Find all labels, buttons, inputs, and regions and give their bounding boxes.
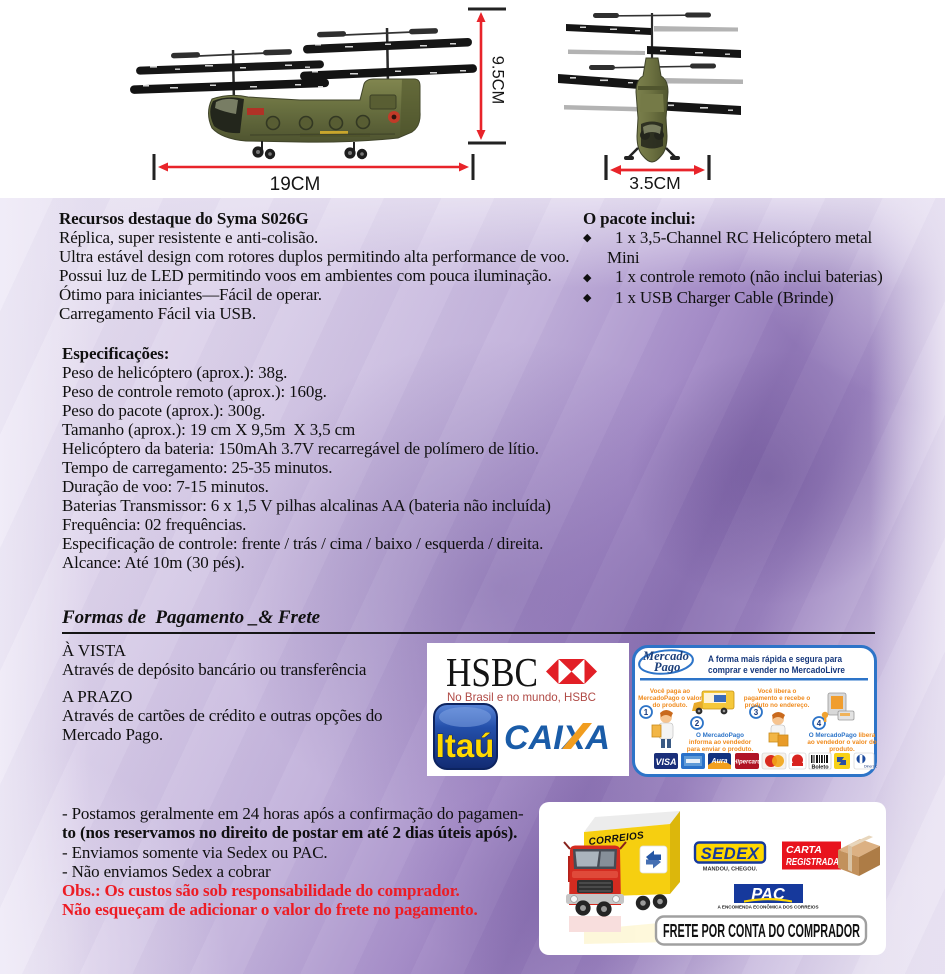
svg-text:A ENCOMENDA ECONÔMICA DOS CORR: A ENCOMENDA ECONÔMICA DOS CORREIOS [717, 903, 818, 910]
svg-text:9.5CM: 9.5CM [489, 56, 507, 105]
svg-text:3.5CM: 3.5CM [629, 173, 681, 193]
svg-text:Diners Club: Diners Club [864, 765, 877, 769]
svg-text:3: 3 [754, 708, 759, 717]
svg-text:FRETE POR CONTA DO COMPRADOR: FRETE POR CONTA DO COMPRADOR [663, 921, 860, 941]
svg-text:ao vendedor o valor do: ao vendedor o valor do [807, 739, 876, 746]
svg-text:MercadoPago o valor: MercadoPago o valor [638, 695, 702, 702]
svg-text:Itaú: Itaú [436, 727, 495, 764]
svg-text:SEDEX: SEDEX [701, 845, 760, 863]
svg-text:MANDOU, CHEGOU.: MANDOU, CHEGOU. [703, 867, 758, 873]
svg-text:CAIXA: CAIXA [504, 719, 610, 757]
svg-text:19CM: 19CM [270, 174, 321, 195]
svg-text:pagamento e recebe o: pagamento e recebe o [744, 695, 811, 702]
svg-text:Você libera o: Você libera o [758, 688, 797, 695]
svg-text:informa ao vendedor: informa ao vendedor [689, 739, 752, 746]
svg-text:HSBC: HSBC [446, 649, 538, 695]
svg-text:1: 1 [644, 708, 649, 717]
svg-text:A forma mais rápida e segura p: A forma mais rápida e segura para [708, 654, 843, 665]
svg-text:do produto.: do produto. [653, 702, 688, 709]
svg-text:Boleto: Boleto [811, 765, 829, 771]
svg-text:produto.: produto. [829, 746, 855, 753]
svg-text:4: 4 [817, 719, 822, 728]
svg-text:comprar e vender no MercadoLiv: comprar e vender no MercadoLivre [708, 665, 845, 676]
svg-text:O MercadoPago libera: O MercadoPago libera [809, 732, 876, 739]
svg-text:2: 2 [695, 719, 700, 728]
svg-text:Pago: Pago [654, 660, 680, 674]
svg-text:VISA: VISA [655, 757, 676, 767]
svg-text:para enviar o produto.: para enviar o produto. [687, 746, 754, 753]
svg-text:No Brasil e no mundo, HSBC: No Brasil e no mundo, HSBC [447, 690, 596, 704]
svg-text:produto no endereço.: produto no endereço. [745, 702, 810, 709]
svg-text:REGISTRADA: REGISTRADA [786, 856, 839, 868]
svg-text:Aura: Aura [711, 758, 728, 765]
svg-text:CARTA: CARTA [786, 844, 822, 856]
svg-text:Mercado: Mercado [642, 649, 689, 663]
svg-text:Hipercard: Hipercard [733, 760, 761, 766]
svg-text:Você paga ao: Você paga ao [650, 688, 690, 695]
svg-text:O MercadoPago: O MercadoPago [696, 732, 744, 739]
